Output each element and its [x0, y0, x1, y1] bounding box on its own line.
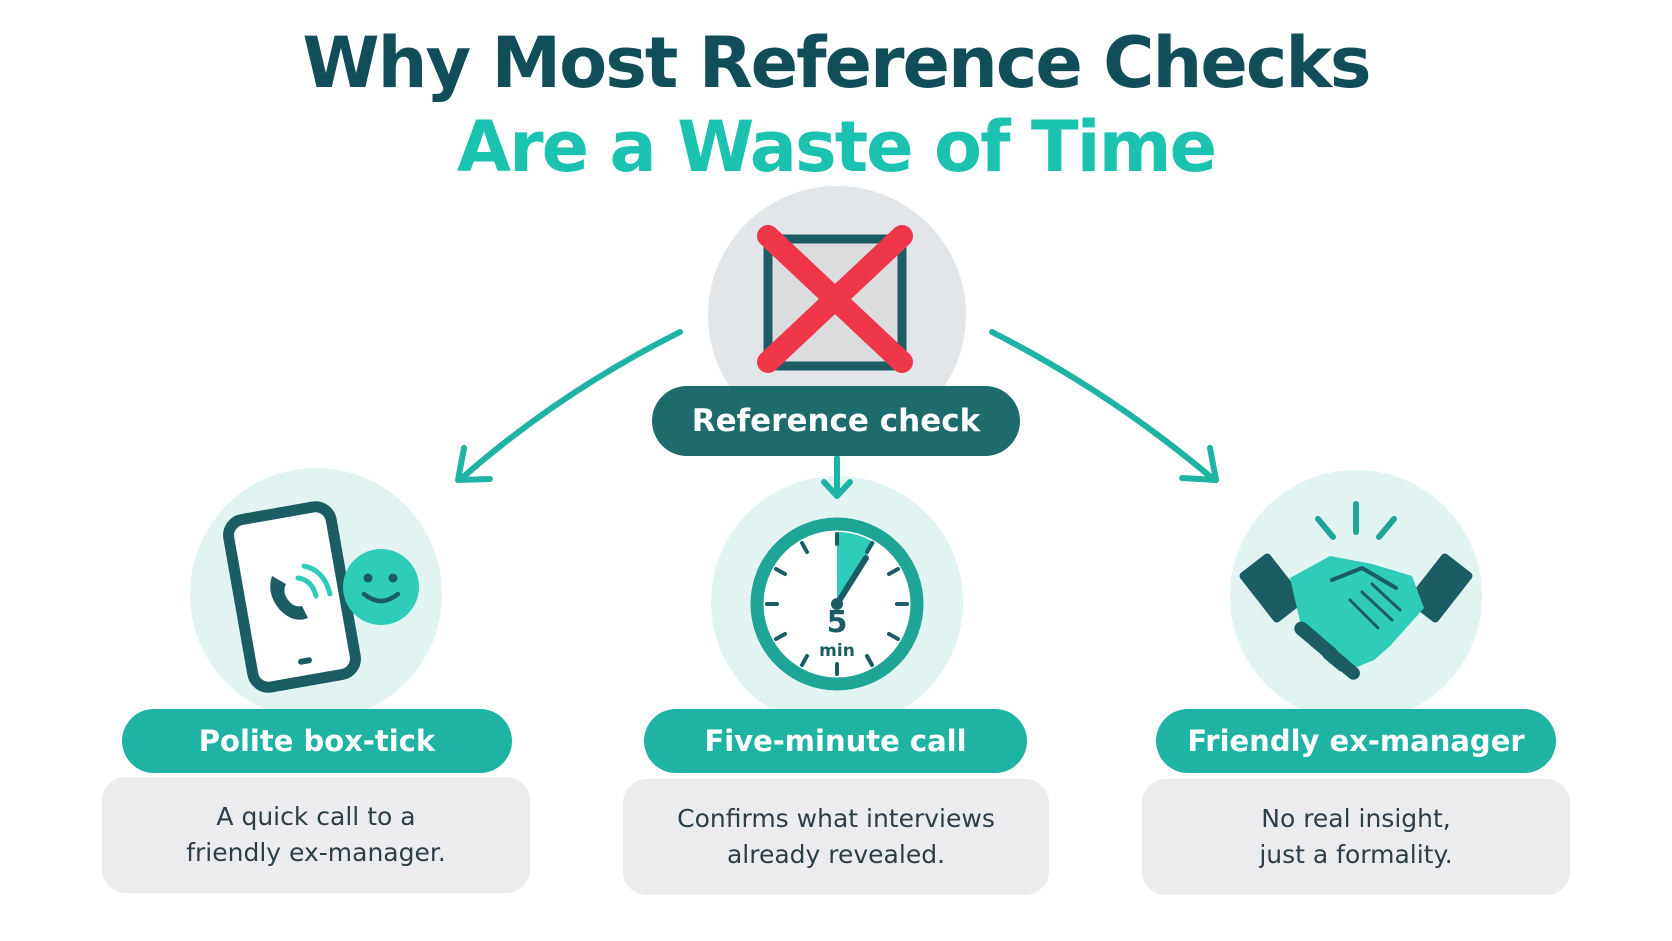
stopwatch-icon: 5 min: [750, 517, 924, 691]
phone-smiley-icon: [223, 501, 419, 693]
item-description-1: A quick call to a friendly ex-manager.: [102, 777, 530, 893]
item-label-polite-box-tick: Polite box-tick: [122, 709, 512, 773]
description-line: friendly ex-manager.: [186, 838, 446, 867]
title-line-1: Why Most Reference Checks: [302, 22, 1371, 104]
timer-number: 5: [827, 605, 848, 640]
item-description-2: Confirms what interviews already reveale…: [623, 779, 1049, 895]
description-line: No real insight,: [1261, 804, 1451, 833]
item-description-3: No real insight, just a formality.: [1142, 779, 1570, 895]
arrow-to-center: [821, 455, 853, 499]
item-label-friendly-ex-manager: Friendly ex-manager: [1156, 709, 1556, 773]
description-line: A quick call to a: [216, 802, 416, 831]
arrow-to-left: [455, 329, 683, 483]
arrow-to-right: [989, 329, 1219, 483]
handshake-icon: [1239, 501, 1473, 680]
title-line-2: Are a Waste of Time: [456, 106, 1217, 188]
description-line: already revealed.: [726, 840, 946, 869]
timer-unit: min: [819, 641, 855, 661]
item-label-five-minute-call: Five-minute call: [644, 709, 1027, 773]
crossed-out-checkbox-icon: [757, 225, 913, 373]
description-line: Confirms what interviews: [677, 804, 995, 833]
description-line: just a formality.: [1259, 840, 1453, 869]
hub-label-pill: Reference check: [652, 386, 1020, 456]
